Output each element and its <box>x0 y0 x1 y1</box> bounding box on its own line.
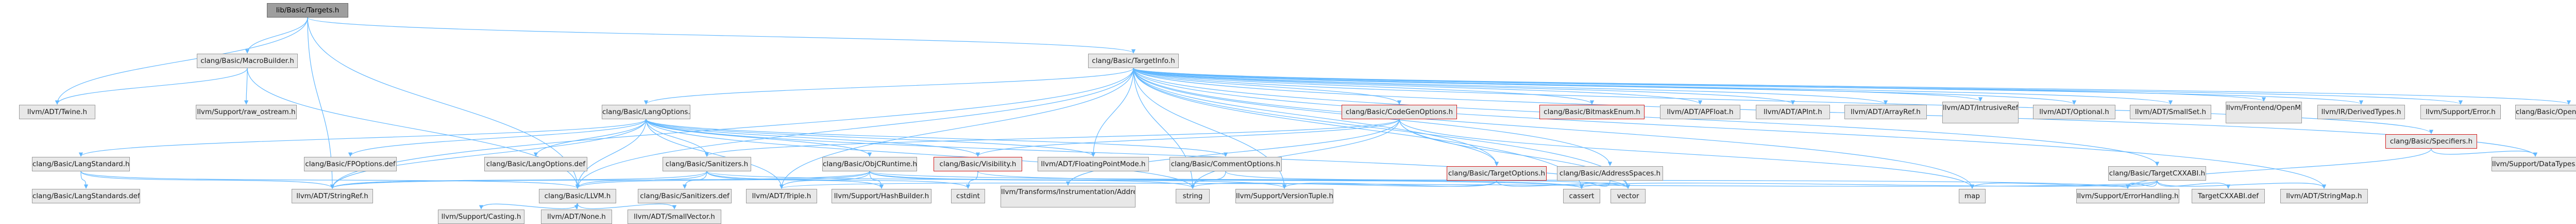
node-sanitizers-h[interactable]: clang/Basic/Sanitizers.h <box>663 157 751 171</box>
node-sanitizers-def[interactable]: clang/Basic/Sanitizers.def <box>638 189 732 203</box>
node-addressspaces-h[interactable]: clang/Basic/AddressSpaces.h <box>1557 166 1663 181</box>
node-langstandard-h[interactable]: clang/Basic/LangStandard.h <box>32 157 130 171</box>
node-apint-h[interactable]: llvm/ADT/APInt.h <box>1756 105 1830 119</box>
node-langoptions-def[interactable]: clang/Basic/LangOptions.def <box>484 157 587 171</box>
node-arrayref-h[interactable]: llvm/ADT/ArrayRef.h <box>1844 105 1927 119</box>
node-specifiers-h[interactable]: clang/Basic/Specifiers.h <box>2385 134 2477 149</box>
node-langstandards-def[interactable]: clang/Basic/LangStandards.def <box>32 189 140 203</box>
node-macrobuilder-h[interactable]: clang/Basic/MacroBuilder.h <box>197 54 298 68</box>
node-raw-ostream-h[interactable]: llvm/Support/raw_ostream.h <box>196 105 297 119</box>
node-commentoptions-h[interactable]: clang/Basic/CommentOptions.h <box>1170 157 1282 171</box>
node-codegenoptions-h[interactable]: clang/Basic/CodeGenOptions.h <box>1342 105 1457 119</box>
node-derivedtypes-h[interactable]: llvm/IR/DerivedTypes.h <box>2317 105 2405 119</box>
node-smallset-h[interactable]: llvm/ADT/SmallSet.h <box>2130 105 2211 119</box>
node-targetcxxabi-def[interactable]: TargetCXXABI.def <box>2192 189 2265 203</box>
node-vector[interactable]: vector <box>1611 189 1646 203</box>
node-cstdint[interactable]: cstdint <box>951 189 985 203</box>
node-errorhandling-h[interactable]: llvm/Support/ErrorHandling.h <box>2076 189 2179 203</box>
node-omp-gridvalues-h[interactable]: llvm/Frontend/OpenMP/OMPGridValues.h <box>2226 102 2302 123</box>
node-casting-h[interactable]: llvm/Support/Casting.h <box>438 210 524 224</box>
node-none-h[interactable]: llvm/ADT/None.h <box>541 210 612 224</box>
node-apfloat-h[interactable]: llvm/ADT/APFloat.h <box>1660 105 1740 119</box>
node-intrusiverefcntptr-h[interactable]: llvm/ADT/IntrusiveRefCntPtr.h <box>1942 102 2019 123</box>
node-twine-h[interactable]: llvm/ADT/Twine.h <box>19 105 95 119</box>
node-openclextensions-def[interactable]: clang/Basic/OpenCLExtensions.def <box>2515 105 2576 119</box>
node-stringref-h[interactable]: llvm/ADT/StringRef.h <box>292 189 373 203</box>
node-cassert[interactable]: cassert <box>1563 189 1600 203</box>
node-optional-h[interactable]: llvm/ADT/Optional.h <box>2033 105 2115 119</box>
node-smallvector-h[interactable]: llvm/ADT/SmallVector.h <box>628 210 721 224</box>
node-langoptions-h[interactable]: clang/Basic/LangOptions.h <box>602 105 690 119</box>
node-visibility-h[interactable]: clang/Basic/Visibility.h <box>934 157 1022 171</box>
node-string[interactable]: string <box>1176 189 1210 203</box>
node-versiontuple-h[interactable]: llvm/Support/VersionTuple.h <box>1235 189 1333 203</box>
node-datatypes-h[interactable]: llvm/Support/DataTypes.h <box>2492 157 2576 171</box>
node-floatingpointmode-h[interactable]: llvm/ADT/FloatingPointMode.h <box>1038 157 1149 171</box>
node-hashbuilder-h[interactable]: llvm/Support/HashBuilder.h <box>832 189 931 203</box>
node-fpoptions-def[interactable]: clang/Basic/FPOptions.def <box>304 157 397 171</box>
node-stringmap-h[interactable]: llvm/ADT/StringMap.h <box>2280 189 2368 203</box>
node-triple-h[interactable]: llvm/ADT/Triple.h <box>746 189 817 203</box>
node-error-h[interactable]: llvm/Support/Error.h <box>2420 105 2501 119</box>
node-objcruntime-h[interactable]: clang/Basic/ObjCRuntime.h <box>822 157 917 171</box>
node-targets-h[interactable]: lib/Basic/Targets.h <box>267 3 348 18</box>
node-map[interactable]: map <box>1959 189 1986 203</box>
node-targetoptions-h[interactable]: clang/Basic/TargetOptions.h <box>1447 166 1547 181</box>
node-addresssanitizeroptions-h[interactable]: llvm/Transforms/Instrumentation/AddressS… <box>1001 186 1136 207</box>
node-bitmaskenum-h[interactable]: clang/Basic/BitmaskEnum.h <box>1539 105 1645 119</box>
node-targetcxxabi-h[interactable]: clang/Basic/TargetCXXABI.h <box>2108 166 2206 181</box>
node-targetinfo-h[interactable]: clang/Basic/TargetInfo.h <box>1088 54 1179 68</box>
node-llvm-h[interactable]: clang/Basic/LLVM.h <box>539 189 616 203</box>
